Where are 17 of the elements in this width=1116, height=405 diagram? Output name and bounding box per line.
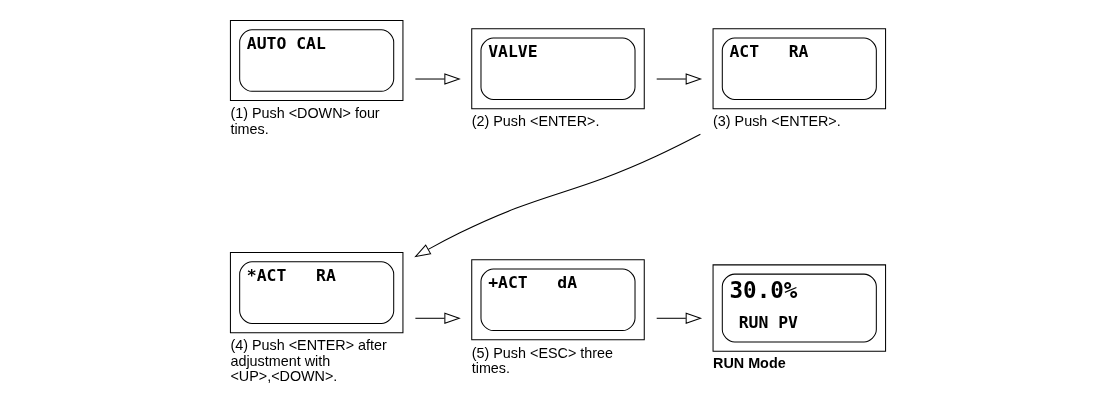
- node-label: (4) Push <ENTER> after adjustment with <UP>,<DOWN>.: [230, 337, 387, 385]
- arrow: [414, 133, 701, 258]
- node-label: (2) Push <ENTER>.: [471, 113, 600, 130]
- node-box: 30.0% RUN PV: [712, 264, 887, 352]
- node-label: (3) Push <ENTER>.: [713, 113, 841, 130]
- arrow: [656, 312, 703, 325]
- arrow: [656, 73, 703, 85]
- node-label: (1) Push <DOWN> four times.: [230, 105, 380, 137]
- node-box: VALVE: [471, 28, 645, 110]
- arrow: [414, 312, 461, 325]
- node-box: ACT RA: [712, 28, 887, 110]
- node-box: +ACT dA: [471, 259, 645, 341]
- node-label: (5) Push <ESC> three times.: [471, 344, 614, 376]
- node-label: RUN Mode: [713, 354, 786, 371]
- node-box: *ACT RA: [229, 252, 404, 334]
- node-box: AUTO CAL: [229, 19, 404, 102]
- arrow: [414, 73, 461, 85]
